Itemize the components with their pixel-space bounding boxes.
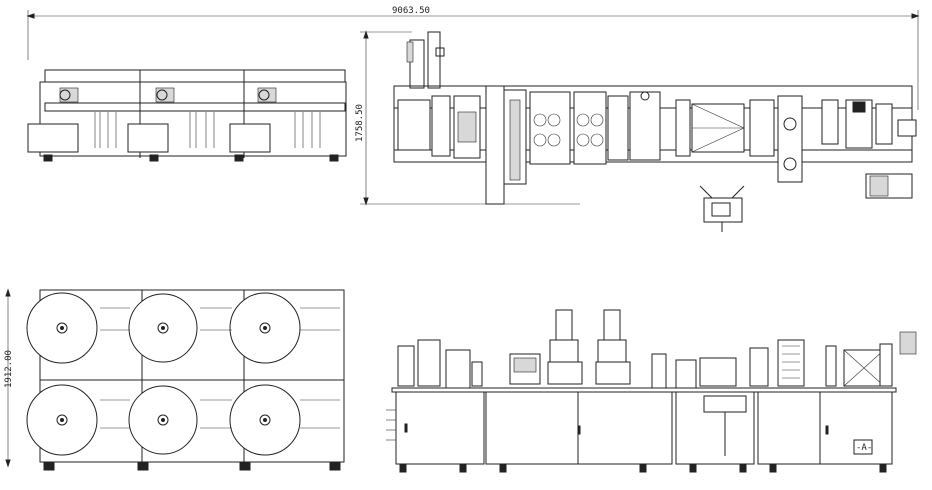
panel-label: -A- xyxy=(856,443,872,453)
machine-plan-view: 1758.50 xyxy=(355,30,917,232)
unwinder-side-view xyxy=(27,69,347,162)
unwinder-front-view: 1912.00 xyxy=(4,288,345,471)
overall-length-label: 9063.50 xyxy=(392,6,430,16)
machine-front-view: -A- xyxy=(386,309,917,473)
welding-heads xyxy=(547,309,631,385)
material-rolls xyxy=(26,292,301,456)
unwinder-height-label: 1912.00 xyxy=(4,350,14,388)
electrical-panel xyxy=(853,439,873,455)
overall-width-label: 1758.50 xyxy=(355,104,365,142)
overall-length-dimension: 9063.50 xyxy=(26,6,920,110)
control-panel-plan xyxy=(699,185,745,232)
